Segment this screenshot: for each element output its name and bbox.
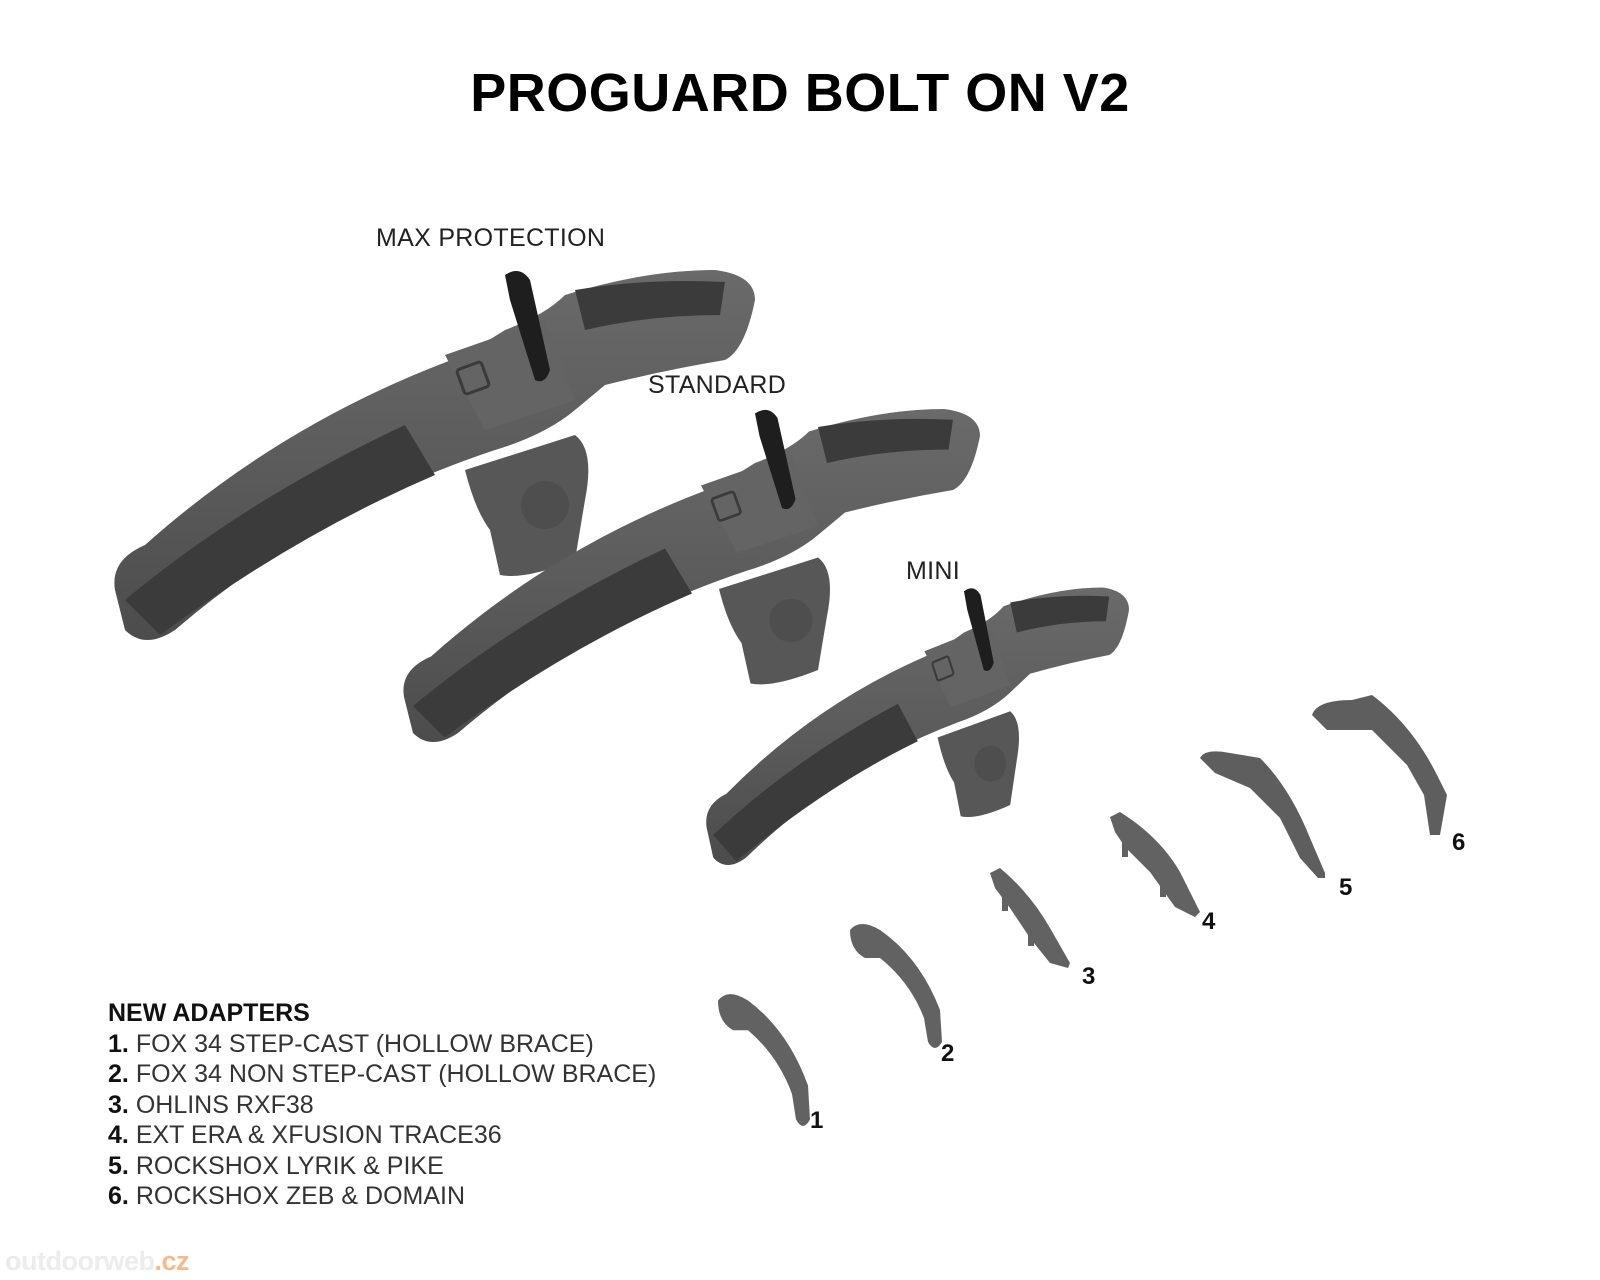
adapter-4 — [1110, 812, 1200, 917]
adapter-1 — [718, 994, 810, 1126]
legend-item: 3. OHLINS RXF38 — [108, 1090, 314, 1119]
legend-heading: NEW ADAPTERS — [108, 999, 310, 1027]
legend-item: 2. FOX 34 NON STEP-CAST (HOLLOW BRACE) — [108, 1060, 657, 1088]
adapter-number-3: 3 — [1082, 963, 1096, 990]
legend-item: 1. FOX 34 STEP-CAST (HOLLOW BRACE) — [108, 1029, 594, 1058]
adapter-number-6: 6 — [1452, 829, 1466, 856]
watermark: outdoorweb.cz — [5, 1246, 190, 1276]
label-standard: STANDARD — [648, 371, 787, 399]
adapter-6 — [1312, 695, 1447, 835]
adapter-5 — [1200, 751, 1325, 878]
adapter-2 — [850, 924, 942, 1048]
legend-item: 6. ROCKSHOX ZEB & DOMAIN — [108, 1182, 466, 1210]
label-mini: MINI — [906, 557, 960, 585]
legend-item: 5. ROCKSHOX LYRIK & PIKE — [108, 1151, 444, 1180]
adapter-number-1: 1 — [810, 1107, 824, 1134]
page-title: PROGUARD BOLT ON V2 — [470, 63, 1130, 123]
adapter-number-5: 5 — [1339, 874, 1353, 901]
legend-item: 4. EXT ERA & XFUSION TRACE36 — [108, 1121, 502, 1149]
label-max-protection: MAX PROTECTION — [376, 224, 606, 252]
adapter-3 — [990, 868, 1070, 968]
adapter-number-4: 4 — [1202, 908, 1216, 935]
adapter-number-2: 2 — [941, 1040, 955, 1067]
adapter-legend: NEW ADAPTERS 1. FOX 34 STEP-CAST (HOLLOW… — [108, 998, 656, 1212]
